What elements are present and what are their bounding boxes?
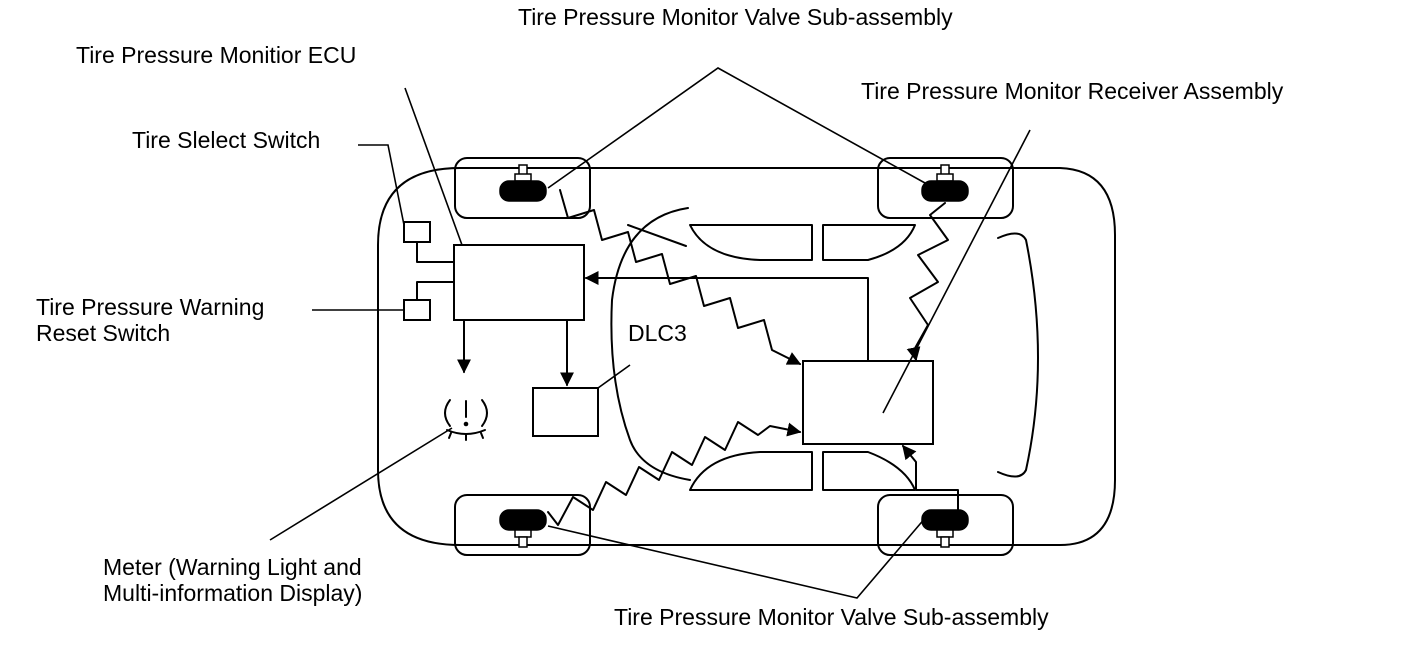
tire-valve-sensor-rear-left bbox=[921, 164, 969, 202]
receiver-box bbox=[802, 360, 934, 445]
label-valve-bottom: Tire Pressure Monitor Valve Sub-assembly bbox=[614, 604, 1049, 630]
label-dlc3: DLC3 bbox=[628, 320, 687, 346]
receiver-to-ecu-arrow bbox=[584, 271, 869, 362]
window-rear-bottom bbox=[822, 451, 916, 491]
leader-valve-top bbox=[547, 67, 926, 189]
label-meter-line1: Meter (Warning Light and bbox=[103, 554, 362, 580]
tire-valve-sensor-front-left bbox=[499, 164, 547, 202]
ecu-box bbox=[453, 244, 585, 321]
window-front-top bbox=[689, 224, 813, 261]
window-front-bottom bbox=[689, 451, 813, 491]
tire-valve-sensor-rear-right bbox=[921, 509, 969, 548]
label-meter-line2: Multi-information Display) bbox=[103, 580, 363, 606]
warning-reset-switch bbox=[403, 299, 431, 321]
reset-switch-wire bbox=[416, 281, 455, 301]
label-valve-top: Tire Pressure Monitor Valve Sub-assembly bbox=[518, 4, 953, 30]
tire-select-switch bbox=[403, 221, 431, 243]
window-rear-top bbox=[822, 224, 916, 261]
label-warning-reset-line2: Reset Switch bbox=[36, 320, 171, 346]
rear-window-outline bbox=[997, 232, 1039, 478]
label-receiver: Tire Pressure Monitor Receiver Assembly bbox=[861, 78, 1284, 104]
leader-dlc3 bbox=[597, 364, 631, 389]
signal-rear-right bbox=[902, 444, 959, 511]
dlc3-connector bbox=[532, 387, 599, 437]
wheel-rear-left bbox=[877, 157, 1014, 219]
label-warning-reset-line1: Tire Pressure Warning bbox=[36, 294, 265, 320]
leader-select-switch bbox=[358, 144, 405, 226]
leader-meter bbox=[269, 427, 453, 541]
cabin-line-top bbox=[627, 224, 687, 247]
windshield-outline bbox=[610, 207, 691, 481]
wheel-rear-right bbox=[877, 494, 1014, 556]
leader-ecu bbox=[404, 87, 463, 246]
label-select-switch: Tire Slelect Switch bbox=[132, 127, 321, 153]
vehicle-body-outline bbox=[377, 167, 1116, 546]
label-ecu: Tire Pressure Monitior ECU bbox=[76, 42, 357, 68]
select-switch-wire bbox=[416, 241, 455, 263]
leader-receiver bbox=[882, 129, 1031, 414]
signal-rear-left bbox=[906, 202, 949, 362]
tire-pressure-warning-icon bbox=[444, 399, 488, 441]
signal-front-right bbox=[547, 421, 802, 526]
wheel-front-right bbox=[454, 494, 591, 556]
wheel-front-left bbox=[454, 157, 591, 219]
tire-valve-sensor-front-right bbox=[499, 509, 547, 548]
signal-front-left bbox=[559, 189, 802, 365]
leader-valve-bottom bbox=[547, 516, 927, 599]
